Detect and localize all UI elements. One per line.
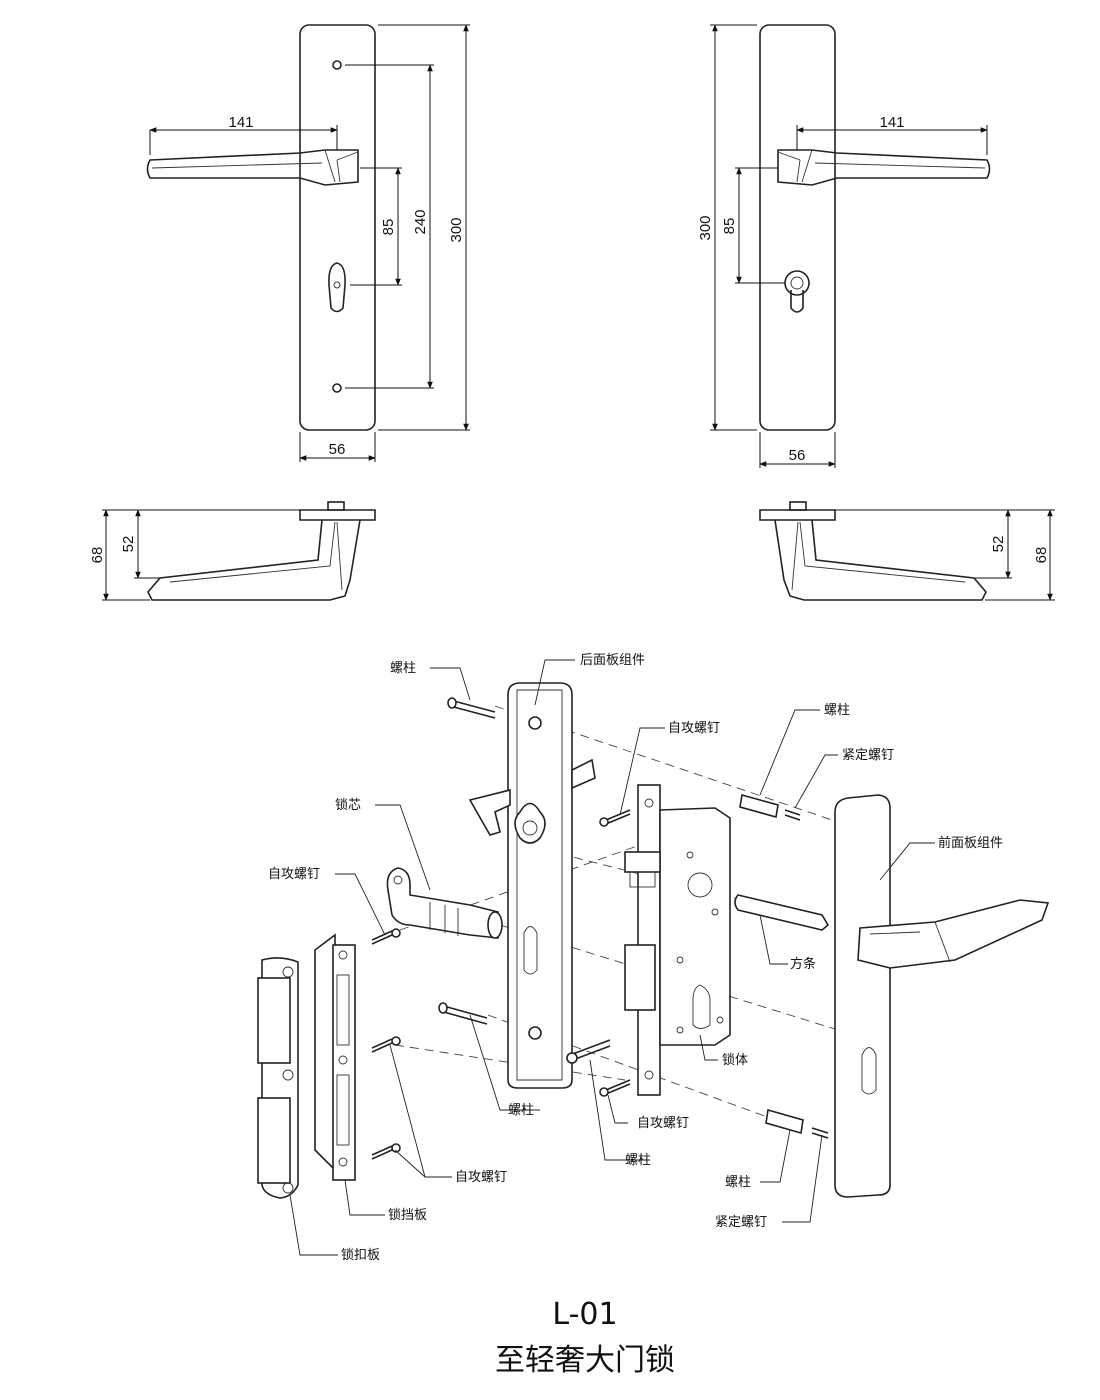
- label-self-tapping-screw-bottom: 自攻螺钉: [637, 1116, 689, 1131]
- right-dim-depth-total: 68: [1033, 547, 1050, 564]
- label-stud-top-right: 螺柱: [824, 703, 850, 718]
- label-self-tapping-screw-top: 自攻螺钉: [668, 721, 720, 736]
- left-side-view: 68 52: [89, 501, 376, 601]
- back-studs: [438, 697, 611, 1064]
- label-stud-top-left: 螺柱: [390, 661, 416, 676]
- label-stud-bottom-right: 螺柱: [725, 1175, 751, 1190]
- right-dim-handle-length: 141: [879, 114, 904, 131]
- right-plate: [759, 24, 836, 431]
- label-lock-cylinder: 锁芯: [335, 797, 361, 813]
- left-handle: [146, 149, 359, 186]
- lock-guard-plate: [314, 933, 356, 1181]
- left-top-screw: [332, 60, 342, 70]
- left-dim-plate-height: 300: [448, 217, 465, 242]
- back-panel-assembly: [468, 682, 596, 1089]
- label-back-panel-assembly: 后面板组件: [580, 653, 645, 668]
- left-dim-depth-total: 68: [89, 547, 106, 564]
- lock-cylinder: [386, 867, 503, 939]
- left-front-view: 141 56 85 240 300: [146, 24, 470, 462]
- label-set-screw-top: 紧定螺钉: [842, 748, 894, 763]
- left-dim-plate-width: 56: [329, 441, 346, 458]
- part-labels: 螺柱 后面板组件 自攻螺钉 螺柱 紧定螺钉 前面板组件 锁芯 自攻螺钉 方条 锁…: [268, 653, 1003, 1263]
- spindle: [734, 894, 830, 931]
- label-stud-bottom-middle: 螺柱: [625, 1153, 651, 1168]
- label-lock-body: 锁体: [722, 1052, 748, 1068]
- right-cylinder: [784, 270, 810, 313]
- lock-body: [624, 784, 731, 1096]
- label-strike-plate: 锁扣板: [341, 1247, 380, 1263]
- product-name: 至轻奢大门锁: [495, 1343, 675, 1378]
- strike-screws: [371, 928, 401, 1160]
- label-self-tapping-screw-left: 自攻螺钉: [268, 867, 320, 882]
- left-dim-handle-to-keyhole: 85: [380, 219, 397, 236]
- strike-plate: [257, 957, 299, 1199]
- front-panel-assembly: [834, 794, 1050, 1198]
- right-dim-handle-to-keyhole: 85: [721, 218, 738, 235]
- label-lock-guard-plate: 锁挡板: [388, 1207, 427, 1223]
- left-bottom-screw: [332, 383, 342, 393]
- label-set-screw-bottom: 紧定螺钉: [715, 1215, 767, 1230]
- left-plate: [299, 24, 376, 431]
- label-stud-bottom-left: 螺柱: [508, 1103, 534, 1118]
- right-side-view: 52 68: [759, 501, 1055, 601]
- right-dim-plate-height: 300: [697, 215, 714, 240]
- model-number: L-01: [552, 1297, 617, 1332]
- label-self-tapping-screw-strike: 自攻螺钉: [455, 1170, 507, 1185]
- left-dim-handle-length: 141: [228, 114, 253, 131]
- lock-body-screws: [599, 809, 631, 1097]
- right-front-view: 141 56 85 300: [697, 24, 991, 468]
- left-keyhole: [328, 262, 346, 313]
- right-handle: [777, 149, 991, 186]
- exploded-view: [257, 682, 1050, 1199]
- label-spindle: 方条: [790, 956, 816, 972]
- right-dim-depth-handle: 52: [990, 536, 1007, 553]
- front-studs: [739, 793, 829, 1139]
- leader-lines: [289, 659, 935, 1256]
- left-dim-depth-handle: 52: [120, 536, 137, 553]
- label-front-panel-assembly: 前面板组件: [938, 835, 1003, 851]
- right-dim-plate-width: 56: [789, 447, 806, 464]
- left-dim-screw-spacing: 240: [412, 209, 429, 234]
